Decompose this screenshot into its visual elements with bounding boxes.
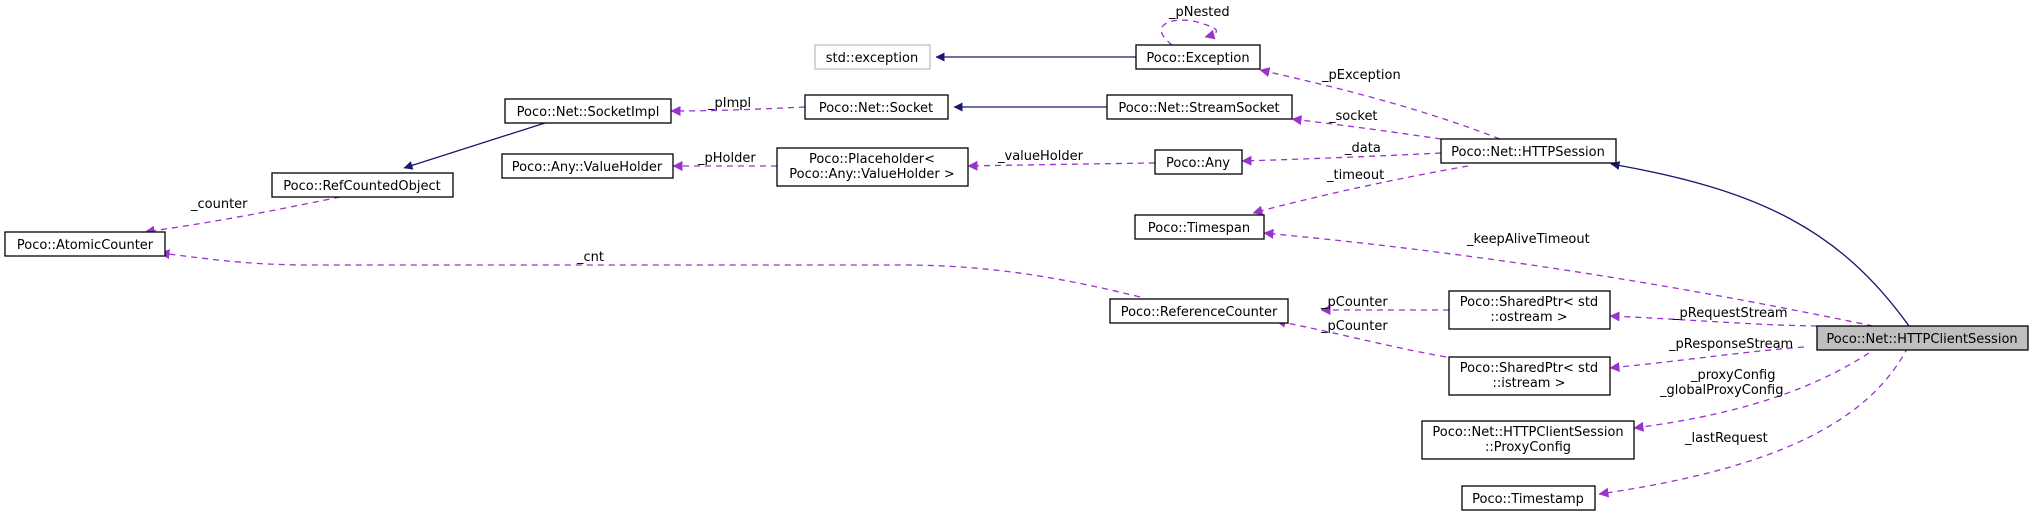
node-httpsession-label: Poco::Net::HTTPSession <box>1451 145 1605 160</box>
node-valueholder[interactable]: Poco::Any::ValueHolder <box>501 153 674 179</box>
node-timestamp[interactable]: Poco::Timestamp <box>1461 485 1596 511</box>
label-pnested: _pNested <box>1168 5 1230 20</box>
node-placeholder-label-line2: Poco::Any::ValueHolder > <box>789 167 955 182</box>
edge-socketimpl-to-refcountedobject <box>403 122 546 170</box>
edge-timeout <box>1252 165 1469 216</box>
edge-httpclientsession-to-httpsession <box>1610 161 1910 327</box>
edge-keepalivetimeout <box>1263 228 1874 327</box>
label-presponsestream: _pResponseStream <box>1668 337 1793 352</box>
node-poco-any-label: Poco::Any <box>1166 156 1230 171</box>
edge-prequeststream <box>1609 311 1818 327</box>
node-net-socket-label: Poco::Net::Socket <box>819 101 933 116</box>
label-prequeststream: _pRequestStream <box>1672 306 1788 321</box>
node-sharedptr-istream-label-line1: Poco::SharedPtr< std <box>1460 361 1598 376</box>
node-referencecounter[interactable]: Poco::ReferenceCounter <box>1109 298 1289 324</box>
node-sharedptr-istream-label-line2: ::istream > <box>1493 376 1566 391</box>
edge-counter <box>144 196 341 236</box>
label-pcounter-ostream: _pCounter <box>1320 295 1388 310</box>
node-referencecounter-label: Poco::ReferenceCounter <box>1121 305 1278 320</box>
label-keepalivetimeout: _keepAliveTimeout <box>1466 232 1590 247</box>
label-pexception: _pException <box>1321 68 1401 83</box>
label-cnt: _cnt <box>576 250 604 265</box>
edge-proxyconfig <box>1633 346 1879 432</box>
edge-presponsestream <box>1609 346 1805 373</box>
label-socket: _socket <box>1328 109 1378 124</box>
label-pholder: _pHolder <box>697 151 756 166</box>
edge-pcounter-istream <box>1275 317 1447 358</box>
label-globalproxyconfig: _globalProxyConfig <box>1659 383 1783 398</box>
node-sharedptr-istream[interactable]: Poco::SharedPtr< std ::istream > <box>1448 356 1611 396</box>
edge-pexception <box>1259 67 1501 140</box>
label-pimpl: _pImpl <box>707 96 751 111</box>
edge-pnested <box>1160 19 1218 46</box>
node-valueholder-label: Poco::Any::ValueHolder <box>512 160 663 175</box>
node-sharedptr-ostream[interactable]: Poco::SharedPtr< std ::ostream > <box>1448 290 1611 330</box>
node-socketimpl-label: Poco::Net::SocketImpl <box>517 105 660 120</box>
node-sharedptr-ostream-label-line1: Poco::SharedPtr< std <box>1460 295 1598 310</box>
node-atomiccounter[interactable]: Poco::AtomicCounter <box>4 231 166 257</box>
node-proxyconfig-label-line1: Poco::Net::HTTPClientSession <box>1432 425 1623 440</box>
node-std-exception: std::exception <box>814 44 931 70</box>
nodes: std::exception Poco::Exception Poco::Net… <box>4 44 2029 511</box>
node-streamsocket[interactable]: Poco::Net::StreamSocket <box>1106 94 1293 120</box>
node-timespan-label: Poco::Timespan <box>1148 221 1250 236</box>
node-httpclientsession[interactable]: Poco::Net::HTTPClientSession <box>1816 325 2029 351</box>
node-refcountedobject-label: Poco::RefCountedObject <box>283 179 440 194</box>
node-placeholder-label-line1: Poco::Placeholder< <box>809 152 935 167</box>
edge-cnt <box>159 249 1141 298</box>
edge-socket <box>1291 115 1442 140</box>
edge-labels: _pNested _pException _pImpl _socket _pHo… <box>190 5 1793 446</box>
node-socketimpl[interactable]: Poco::Net::SocketImpl <box>504 98 672 124</box>
edge-lastrequest <box>1598 346 1909 498</box>
label-counter: _counter <box>190 197 248 212</box>
node-timespan[interactable]: Poco::Timespan <box>1134 214 1265 240</box>
edge-valueholder <box>967 160 1156 171</box>
node-proxyconfig[interactable]: Poco::Net::HTTPClientSession ::ProxyConf… <box>1421 420 1635 460</box>
node-proxyconfig-label-line2: ::ProxyConfig <box>1485 440 1571 455</box>
label-data: _data <box>1344 141 1381 156</box>
node-sharedptr-ostream-label-line2: ::ostream > <box>1490 310 1567 325</box>
label-valueholder: _valueHolder <box>997 149 1084 164</box>
edge-pimpl <box>670 105 806 116</box>
node-placeholder[interactable]: Poco::Placeholder< Poco::Any::ValueHolde… <box>776 147 969 187</box>
label-pcounter-istream: _pCounter <box>1320 319 1388 334</box>
node-std-exception-label: std::exception <box>826 51 918 66</box>
node-poco-any[interactable]: Poco::Any <box>1154 149 1243 175</box>
edge-data <box>1241 152 1442 166</box>
label-proxyconfig: _proxyConfig <box>1690 368 1775 383</box>
label-lastrequest: _lastRequest <box>1684 431 1768 446</box>
node-poco-exception[interactable]: Poco::Exception <box>1135 44 1261 70</box>
edges <box>144 19 1910 498</box>
node-streamsocket-label: Poco::Net::StreamSocket <box>1118 101 1279 116</box>
node-refcountedobject[interactable]: Poco::RefCountedObject <box>271 172 454 198</box>
node-poco-exception-label: Poco::Exception <box>1146 51 1249 66</box>
node-timestamp-label: Poco::Timestamp <box>1472 492 1584 507</box>
node-httpsession[interactable]: Poco::Net::HTTPSession <box>1440 138 1617 164</box>
label-timeout: _timeout <box>1326 168 1384 183</box>
node-httpclientsession-label: Poco::Net::HTTPClientSession <box>1826 332 2017 347</box>
node-atomiccounter-label: Poco::AtomicCounter <box>17 238 154 253</box>
node-net-socket[interactable]: Poco::Net::Socket <box>804 94 949 120</box>
